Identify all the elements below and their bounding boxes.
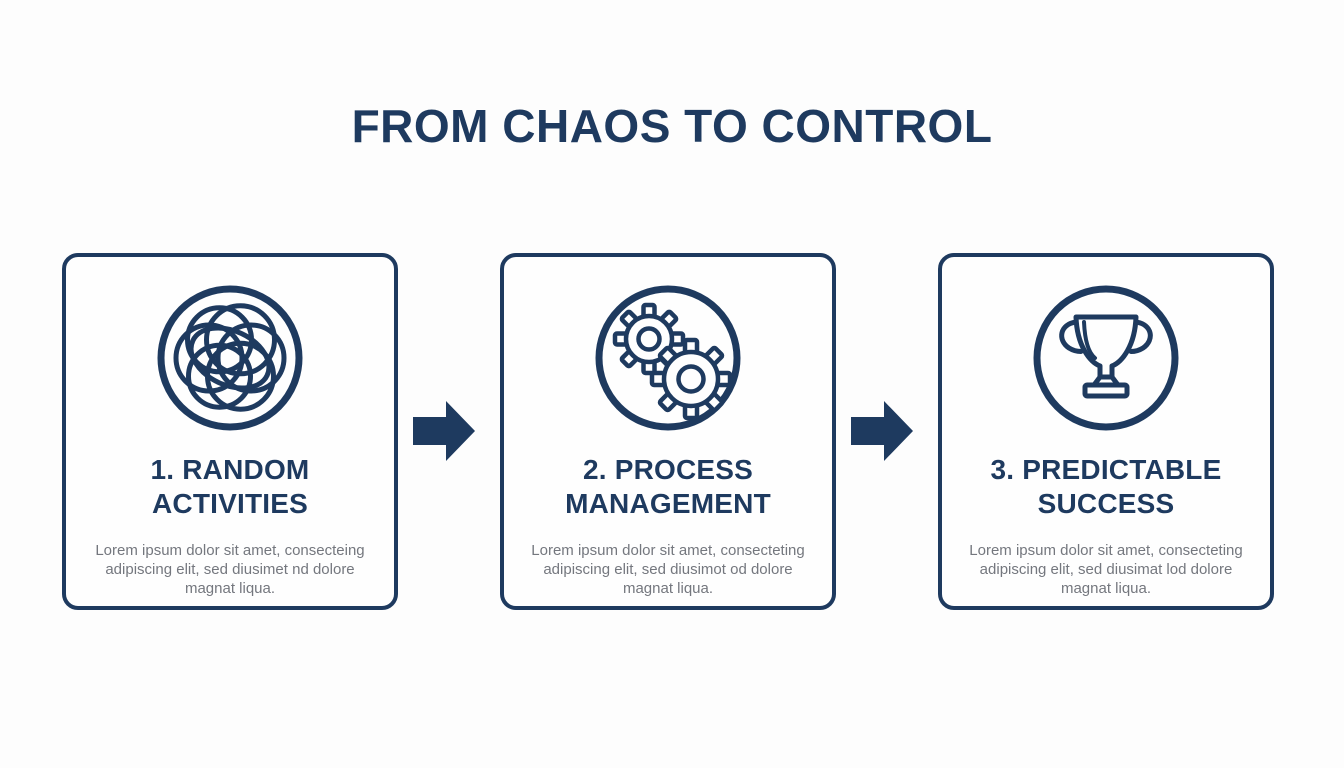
step-title: 2. PROCESS MANAGEMENT xyxy=(504,453,832,521)
right-arrow-icon xyxy=(413,401,475,461)
page-title: FROM CHAOS TO CONTROL xyxy=(351,100,993,152)
step-card-process-management: 2. PROCESS MANAGEMENT Lorem ipsum dolor … xyxy=(500,253,836,610)
chaos-scribble-icon xyxy=(155,283,305,433)
step-description: Lorem ipsum dolor sit amet, consecteing … xyxy=(95,542,365,597)
step-title-line2: ACTIVITIES xyxy=(151,488,308,519)
step-title: 3. PREDICTABLE SUCCESS xyxy=(942,453,1270,521)
step-title-line1: 3. PREDICTABLE xyxy=(990,454,1222,485)
right-arrow-icon xyxy=(851,401,913,461)
step-title-line2: SUCCESS xyxy=(1037,488,1175,519)
step-description: Lorem ipsum dolor sit amet, consecteting… xyxy=(531,542,805,597)
step-title: 1. RANDOM ACTIVITIES xyxy=(66,453,394,521)
step-card-predictable-success: 3. PREDICTABLE SUCCESS Lorem ipsum dolor… xyxy=(938,253,1274,610)
step-title-line1: 2. PROCESS xyxy=(582,454,754,485)
step-description: Lorem ipsum dolor sit amet, consecteting… xyxy=(969,542,1243,597)
trophy-icon xyxy=(1031,283,1181,433)
step-title-line1: 1. RANDOM xyxy=(150,454,310,485)
step-card-random-activities: 1. RANDOM ACTIVITIES Lorem ipsum dolor s… xyxy=(62,253,398,610)
gears-icon xyxy=(593,283,743,433)
step-title-line2: MANAGEMENT xyxy=(565,488,771,519)
